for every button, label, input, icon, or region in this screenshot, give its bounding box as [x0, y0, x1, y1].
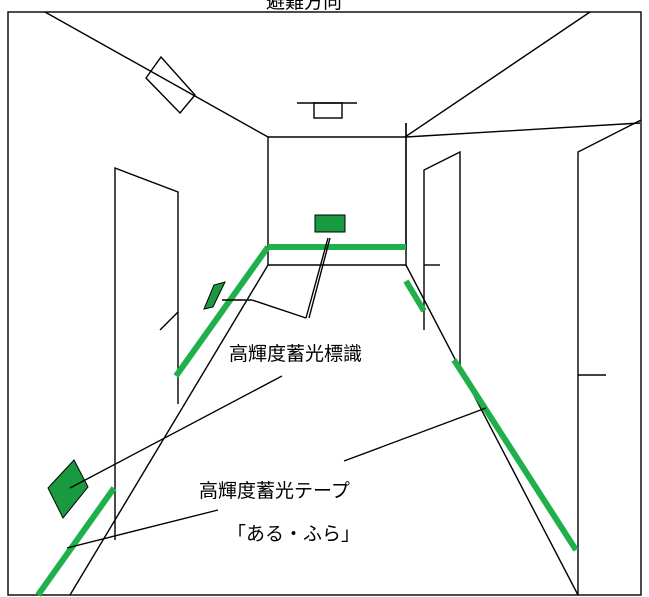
ceiling-lines	[44, 11, 641, 138]
top-text: 避難方向	[266, 0, 342, 13]
diagram-frame	[7, 11, 642, 596]
tape-left-wall	[173, 245, 271, 378]
right-door-near	[423, 150, 461, 370]
label-tape-line1: 高輝度蓄光テープ	[199, 480, 350, 502]
sign-back-wall	[314, 214, 346, 233]
top-text-mask	[262, 0, 347, 11]
sign-left-wall-large	[47, 459, 89, 519]
label-tape-line2: 「ある・ふら」	[227, 523, 360, 545]
left-door	[114, 166, 179, 540]
right-door-far	[577, 119, 642, 595]
label-sign: 高輝度蓄光標識	[229, 343, 362, 365]
tape-left-floor	[35, 486, 117, 597]
back-wall	[267, 123, 407, 266]
tape-right-wall-short	[403, 279, 427, 313]
luminous-signs	[47, 214, 346, 519]
floor-lines	[69, 264, 579, 596]
luminous-tape	[35, 244, 579, 597]
ceiling-light	[297, 102, 357, 119]
leader-lines	[66, 237, 487, 549]
ceiling-plate	[145, 55, 196, 115]
tape-right-wall-long	[451, 358, 579, 552]
sign-left-wall-small	[203, 281, 226, 310]
